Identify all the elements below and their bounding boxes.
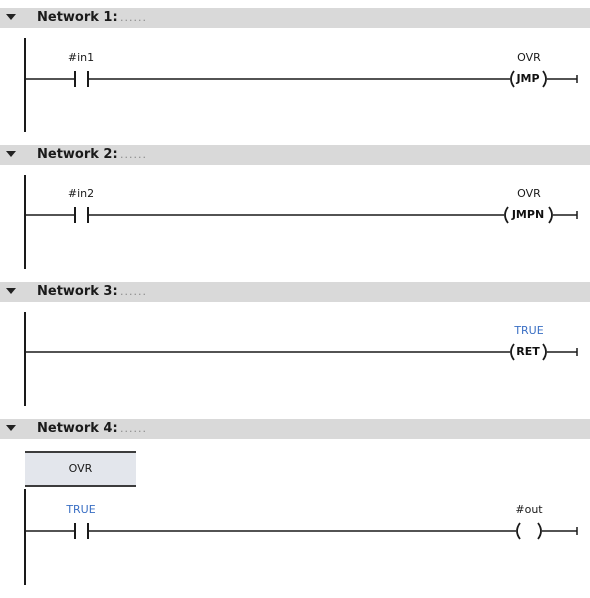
coil-element[interactable] [508, 341, 550, 363]
network-2-comment[interactable]: ...... [120, 148, 147, 161]
network-3: Network 3: ...... TRUE RET [0, 282, 590, 412]
jump-label-text: OVR [68, 462, 93, 475]
coil-left-paren [510, 70, 515, 88]
contact-element[interactable] [70, 204, 94, 226]
network-4-comment[interactable]: ...... [120, 422, 147, 435]
collapse-triangle-icon[interactable] [6, 425, 16, 431]
network-2-title: Network 2: [37, 147, 118, 162]
coil-element[interactable] [502, 204, 556, 226]
coil-instruction: JMP [516, 72, 540, 85]
jump-label-box[interactable]: OVR [25, 451, 136, 487]
network-1-title: Network 1: [37, 10, 118, 25]
coil-operand[interactable]: TRUE [514, 324, 544, 337]
network-4-header[interactable]: Network 4: ...... [0, 419, 590, 439]
coil-instruction: RET [516, 345, 540, 358]
coil-element[interactable] [512, 520, 546, 542]
collapse-triangle-icon[interactable] [6, 14, 16, 20]
coil-instruction: JMPN [511, 208, 545, 221]
coil-left-paren [510, 343, 515, 361]
network-1-comment[interactable]: ...... [120, 11, 147, 24]
coil-left-paren [504, 206, 509, 224]
network-3-comment[interactable]: ...... [120, 285, 147, 298]
coil-element[interactable] [508, 68, 550, 90]
contact-element[interactable] [70, 68, 94, 90]
coil-operand[interactable]: OVR [517, 51, 541, 64]
network-1: Network 1: ...... #in1 OVR JMP [0, 8, 590, 138]
coil-operand[interactable]: OVR [517, 187, 541, 200]
coil-right-paren [542, 343, 547, 361]
network-3-title: Network 3: [37, 284, 118, 299]
network-2-rung [24, 175, 578, 269]
network-3-rung [24, 312, 578, 406]
coil-right-paren [542, 70, 547, 88]
network-2: Network 2: ...... #in2 OVR JMPN [0, 145, 590, 275]
network-1-rung [24, 38, 578, 132]
contact-operand[interactable]: #in1 [67, 51, 95, 64]
network-1-header[interactable]: Network 1: ...... [0, 8, 590, 28]
contact-element[interactable] [70, 520, 94, 542]
collapse-triangle-icon[interactable] [6, 288, 16, 294]
coil-operand[interactable]: #out [515, 503, 543, 516]
network-2-header[interactable]: Network 2: ...... [0, 145, 590, 165]
coil-right-paren [537, 522, 542, 540]
network-4-title: Network 4: [37, 421, 118, 436]
network-4: Network 4: ...... OVR TRUE #out [0, 419, 590, 589]
coil-left-paren [516, 522, 521, 540]
collapse-triangle-icon[interactable] [6, 151, 16, 157]
contact-operand[interactable]: TRUE [66, 503, 96, 516]
network-3-header[interactable]: Network 3: ...... [0, 282, 590, 302]
contact-operand[interactable]: #in2 [67, 187, 95, 200]
coil-right-paren [548, 206, 553, 224]
network-4-rung [24, 489, 578, 585]
